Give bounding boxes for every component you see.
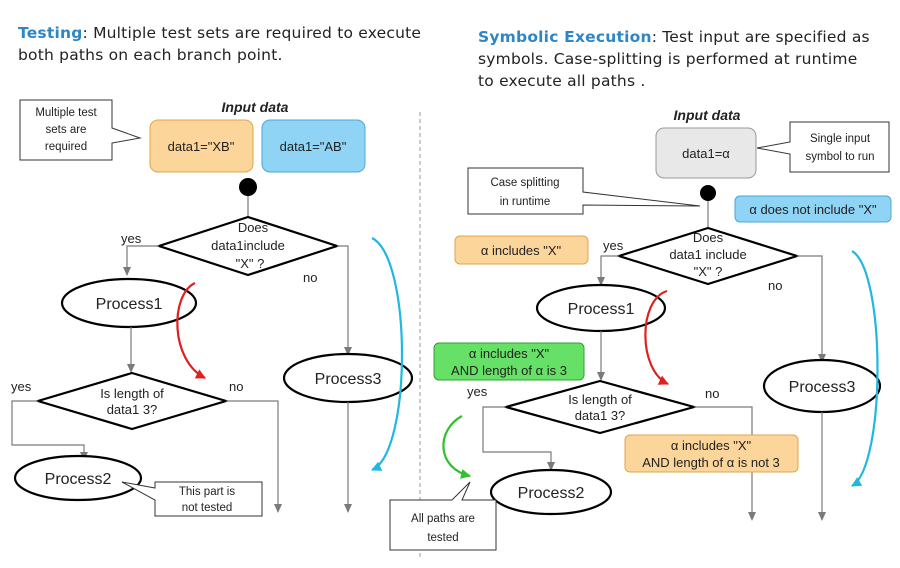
left-decision1: Does data1include "X" ? — [155, 215, 341, 277]
svg-text:Is length of: Is length of — [568, 392, 632, 407]
svg-text:α includes "X": α includes "X" — [469, 346, 550, 361]
svg-text:Process3: Process3 — [315, 371, 382, 388]
svg-text:Does: Does — [238, 220, 269, 235]
left-process1: Process1 — [60, 277, 198, 329]
svg-text:data1="AB": data1="AB" — [280, 139, 347, 154]
left-process2: Process2 — [13, 454, 143, 502]
svg-text:Process3: Process3 — [789, 379, 856, 396]
right-yes2-label: yes — [467, 384, 488, 399]
right-heading-keyword: Symbolic Execution — [478, 28, 652, 46]
left-decision2: Is length of data1 3? — [34, 371, 230, 431]
right-heading-line1: : Test input are specified as — [651, 28, 870, 46]
callout-not-tested: This part is not tested — [121, 481, 263, 517]
svg-text:"X" ?: "X" ? — [694, 264, 723, 279]
right-process2: Process2 — [489, 468, 613, 516]
cond-len3-box: α includes "X" AND length of α is 3 — [433, 342, 585, 381]
right-input-data-label: Input data — [674, 107, 741, 123]
svg-text:tested: tested — [427, 532, 458, 544]
right-edge-yes1 — [597, 255, 619, 286]
right-edge-no1 — [797, 255, 826, 363]
left-yes2-label: yes — [11, 379, 32, 394]
left-edge-no1 — [337, 245, 352, 356]
left-edge-yes1 — [123, 245, 159, 276]
data-xb-box: data1="XB" — [149, 119, 254, 173]
right-heading-line3: to execute all paths . — [478, 72, 646, 90]
left-heading: Testing: Multiple test sets are required… — [18, 22, 421, 66]
right-no2-label: no — [705, 386, 719, 401]
right-edge-no2 — [694, 406, 756, 521]
callout-single-input: Single input symbol to run — [756, 121, 890, 173]
svg-text:Single input: Single input — [810, 133, 871, 145]
svg-text:data1=α: data1=α — [682, 146, 730, 161]
svg-text:Process2: Process2 — [45, 471, 112, 488]
data-alpha-box: data1=α — [655, 127, 757, 179]
left-heading-keyword: Testing — [18, 24, 83, 42]
left-edge-no2 — [226, 400, 282, 513]
right-decision1: Does data1 include "X" ? — [615, 226, 801, 286]
right-heading-line2: symbols. Case-splitting is performed at … — [478, 50, 858, 68]
svg-text:α does not include "X": α does not include "X" — [749, 202, 877, 217]
svg-text:"X" ?: "X" ? — [236, 256, 265, 271]
right-yes1-label: yes — [603, 238, 624, 253]
left-process3: Process3 — [282, 352, 414, 404]
right-process1: Process1 — [535, 283, 667, 333]
callout-case-splitting: Case splitting in runtime — [467, 167, 701, 215]
svg-text:in runtime: in runtime — [500, 196, 551, 208]
right-red-arrow — [644, 289, 669, 385]
svg-text:α includes "X": α includes "X" — [671, 438, 752, 453]
left-cyan-arrow — [371, 237, 403, 472]
right-cyan-arrow — [851, 250, 879, 487]
data-ab-box: data1="AB" — [261, 119, 366, 173]
callout-all-paths: All paths are tested — [389, 481, 497, 551]
left-no1-label: no — [303, 270, 317, 285]
svg-text:Process2: Process2 — [518, 485, 585, 502]
cond-include-box: α includes "X" — [454, 235, 589, 265]
right-no1-label: no — [768, 278, 782, 293]
right-green-arrow — [442, 415, 471, 479]
left-edge-yes2 — [11, 400, 88, 461]
right-process3: Process3 — [762, 358, 882, 414]
svg-text:Process1: Process1 — [96, 296, 163, 313]
svg-text:All paths are: All paths are — [411, 513, 475, 525]
svg-text:data1 3?: data1 3? — [575, 408, 626, 423]
svg-text:Multiple test: Multiple test — [35, 107, 97, 119]
svg-text:not tested: not tested — [182, 502, 233, 514]
svg-text:AND length of α is 3: AND length of α is 3 — [451, 363, 567, 378]
svg-text:symbol to run: symbol to run — [805, 151, 874, 163]
left-red-arrow — [176, 282, 206, 379]
svg-text:Is length of: Is length of — [100, 386, 164, 401]
left-start-node — [239, 178, 257, 196]
svg-text:Process1: Process1 — [568, 301, 635, 318]
svg-text:AND length of α is not 3: AND length of α is not 3 — [642, 455, 780, 470]
svg-text:data1="XB": data1="XB" — [168, 139, 235, 154]
callout-multiple-test-sets: Multiple test sets are required — [19, 99, 142, 161]
left-heading-line2: both paths on each branch point. — [18, 46, 283, 64]
svg-text:data1 include: data1 include — [669, 247, 746, 262]
svg-text:data1include: data1include — [211, 238, 285, 253]
left-input-data-label: Input data — [222, 99, 289, 115]
svg-text:This part is: This part is — [179, 486, 235, 498]
svg-text:required: required — [45, 141, 87, 153]
right-edge-yes2 — [482, 406, 555, 471]
right-decision2: Is length of data1 3? — [501, 379, 699, 435]
svg-text:Case splitting: Case splitting — [490, 177, 559, 189]
svg-text:data1 3?: data1 3? — [107, 402, 158, 417]
svg-text:α includes "X": α includes "X" — [481, 243, 562, 258]
right-heading: Symbolic Execution: Test input are speci… — [478, 26, 870, 92]
svg-text:sets are: sets are — [46, 124, 87, 136]
svg-text:Does: Does — [693, 230, 724, 245]
left-yes1-label: yes — [121, 231, 142, 246]
left-no2-label: no — [229, 379, 243, 394]
right-start-node — [700, 185, 716, 201]
cond-not-include-box: α does not include "X" — [734, 195, 892, 223]
left-heading-line1: : Multiple test sets are required to exe… — [82, 24, 422, 42]
cond-not3-box: α includes "X" AND length of α is not 3 — [624, 434, 799, 473]
